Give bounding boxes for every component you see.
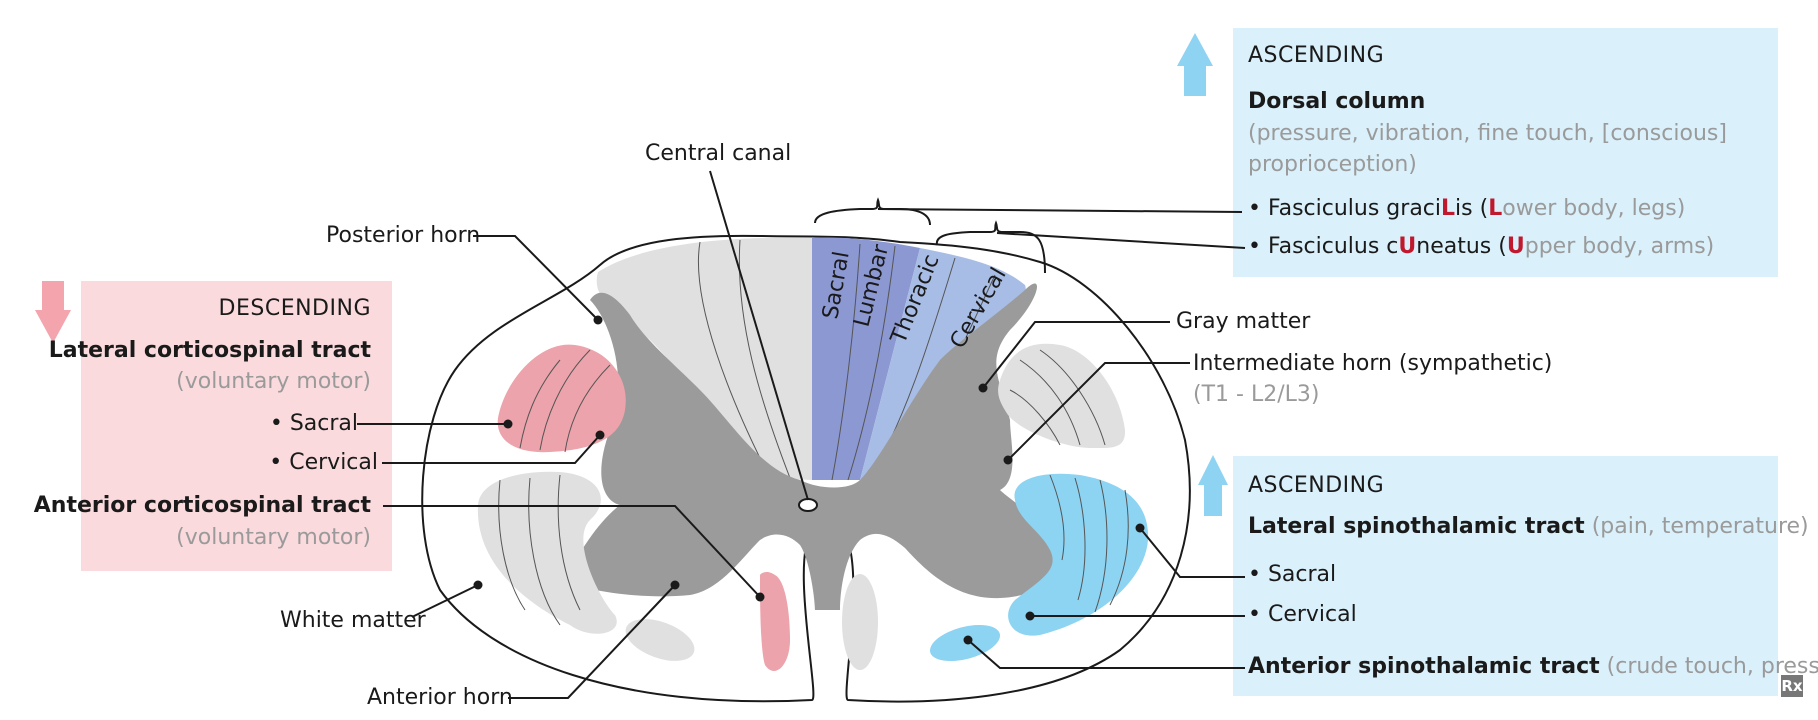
central-canal-marker [798, 498, 818, 512]
leader-dots [473, 315, 1145, 645]
dorsal-column-title: Dorsal column [1248, 89, 1426, 114]
lateral-spinothalamic-title: Lateral spinothalamic tract (pain, tempe… [1248, 514, 1809, 539]
ascending-arrow-icon-2 [1198, 455, 1228, 516]
descending-panel [81, 281, 392, 571]
white-matter-label: White matter [280, 608, 426, 633]
gray-matter-shape [565, 283, 1056, 610]
ascending-lateral-panel [1233, 456, 1778, 696]
ascending-dorsal-panel [1233, 28, 1778, 277]
anterior-corticospinal-desc: (voluntary motor) [176, 525, 371, 550]
lateral-corticospinal-desc: (voluntary motor) [176, 369, 371, 394]
descending-arrow-icon [35, 281, 71, 343]
left-dorsal-column [596, 237, 812, 480]
cuneatus-brace [935, 220, 1046, 274]
anterior-corticospinal-tract [760, 571, 790, 671]
descending-sacral-label: • Sacral [269, 411, 358, 436]
anterior-corticospinal-title: Anterior corticospinal tract [33, 493, 371, 518]
lateral-corticospinal-title: Lateral corticospinal tract [48, 338, 371, 363]
fasciculus-gracilis [812, 237, 920, 480]
descending-cervical-label: • Cervical [269, 450, 378, 475]
ascending-dorsal-heading: ASCENDING [1248, 43, 1385, 68]
intermediate-horn-levels: (T1 - L2/L3) [1193, 382, 1320, 407]
central-canal-label: Central canal [645, 141, 792, 166]
left-ventral-white-column [477, 471, 617, 634]
rx-logo: Rx [1781, 675, 1803, 697]
lateral-spinothalamic-tract [1008, 473, 1149, 636]
fasciculus-gracilis-label: • Fasciculus graciLis (Lower body, legs) [1248, 196, 1686, 221]
descending-heading: DESCENDING [218, 296, 371, 321]
fasciculus-cuneatus-label: • Fasciculus cUneatus (Upper body, arms) [1248, 234, 1715, 259]
gracilis-brace [814, 197, 931, 226]
anterior-spinothalamic-title: Anterior spinothalamic tract (crude touc… [1248, 654, 1818, 679]
ascending-cervical-label: • Cervical [1248, 602, 1357, 627]
lateral-corticospinal-tract [497, 344, 626, 453]
ascending-arrow-icon [1177, 33, 1213, 96]
leader-lines [357, 170, 1246, 699]
ascending-lateral-heading: ASCENDING [1248, 473, 1385, 498]
right-posterior-lateral-column [998, 343, 1126, 449]
ascending-sacral-label: • Sacral [1248, 562, 1337, 587]
posterior-horn-label: Posterior horn [326, 223, 481, 248]
gray-matter-label: Gray matter [1176, 309, 1311, 334]
dorsal-column-desc-1: (pressure, vibration, fine touch, [consc… [1248, 121, 1727, 146]
dorsal-column-desc-2: proprioception) [1248, 152, 1417, 177]
intermediate-horn-label: Intermediate horn (sympathetic) [1193, 351, 1553, 376]
anterior-horn-label: Anterior horn [367, 685, 513, 710]
